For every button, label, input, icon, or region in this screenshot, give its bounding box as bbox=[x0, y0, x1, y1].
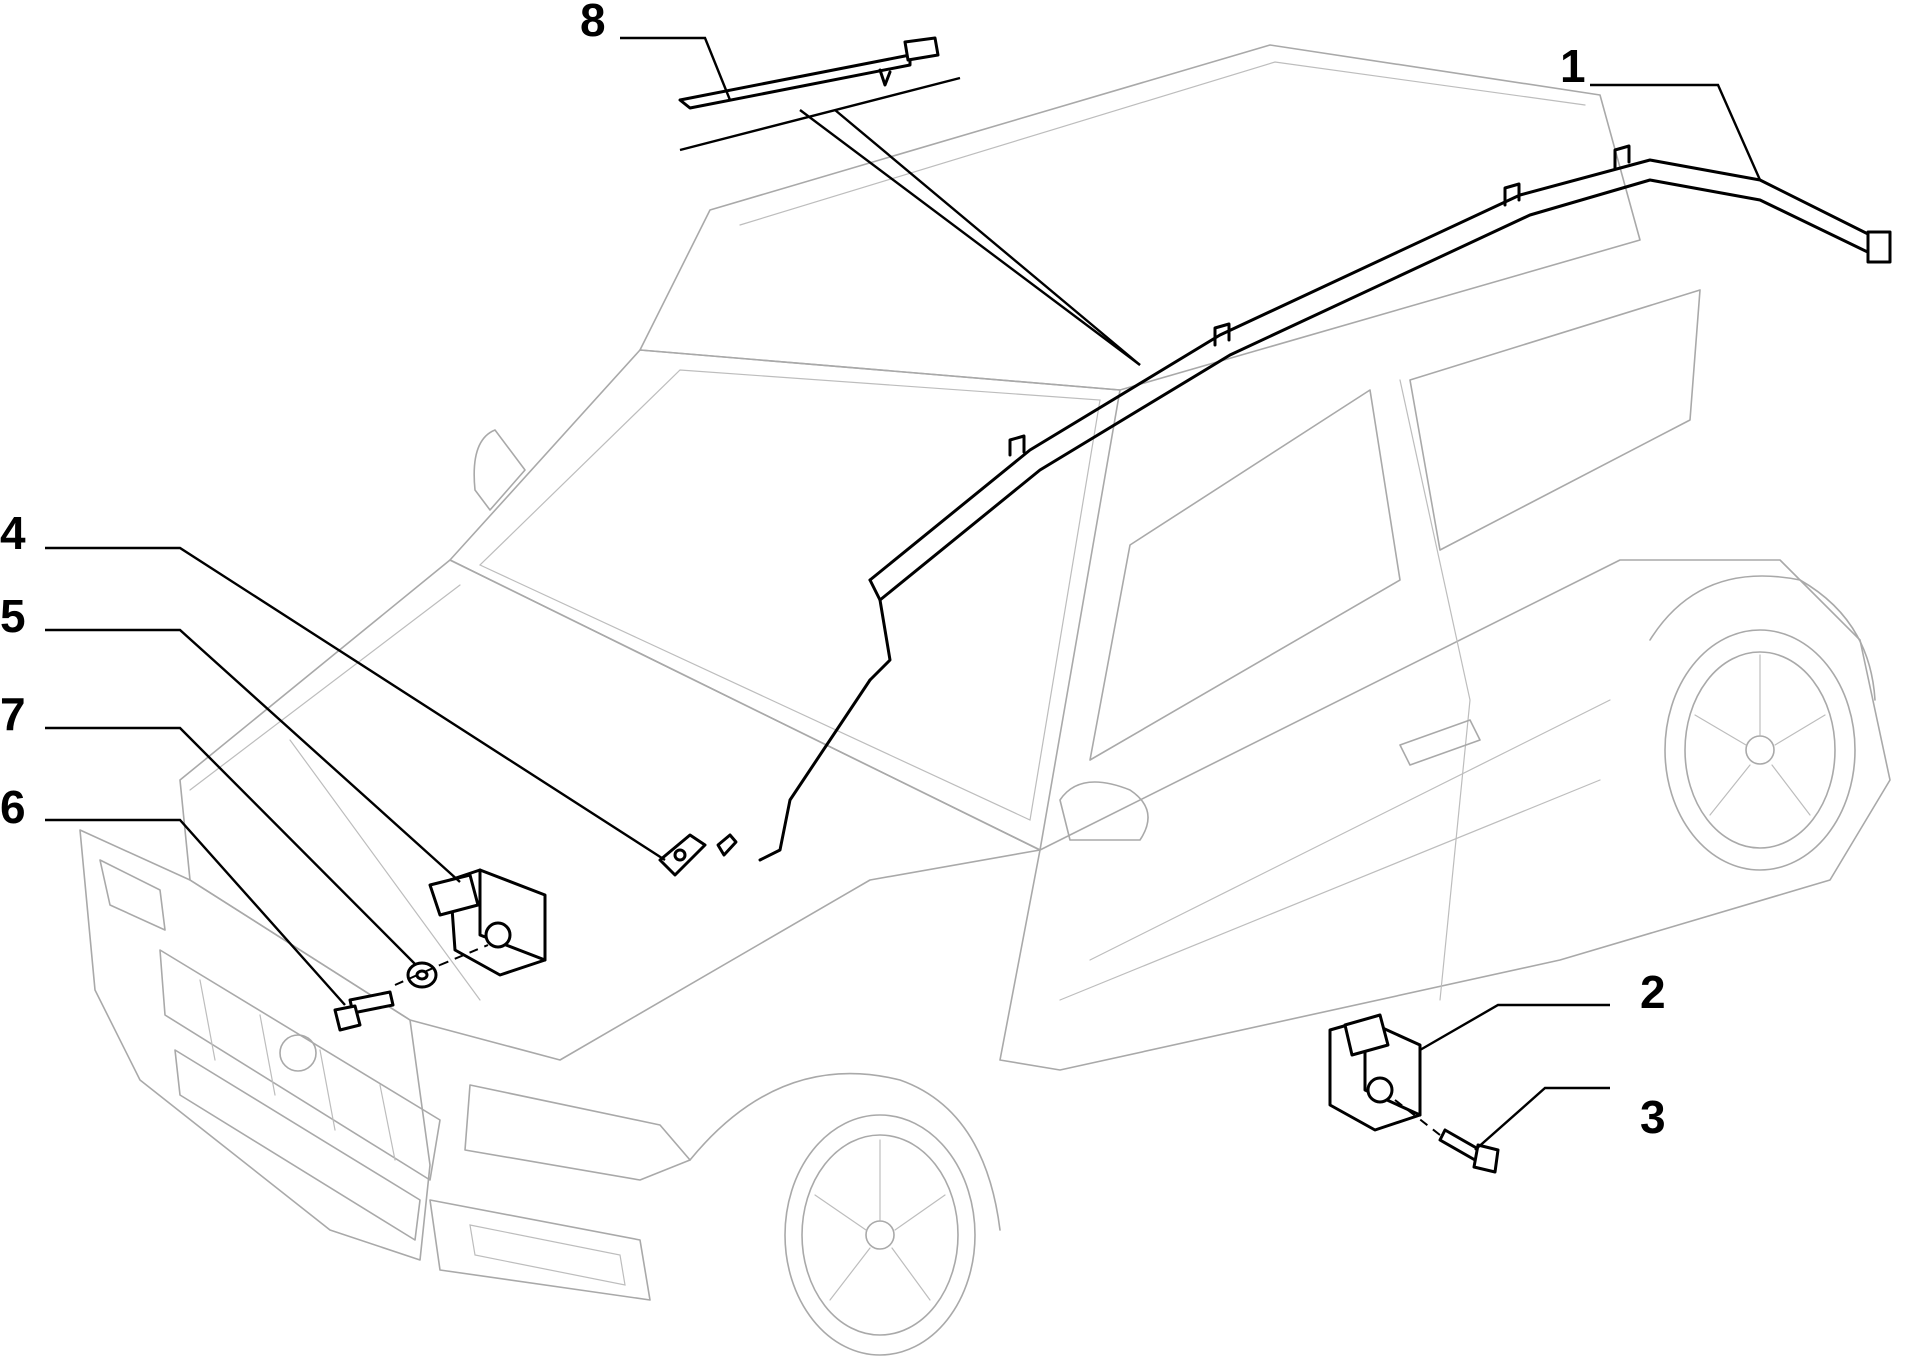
callout-7: 7 bbox=[0, 688, 26, 740]
leader-lines bbox=[45, 36, 1762, 1151]
callout-5: 5 bbox=[0, 590, 26, 642]
curtain-airbag bbox=[758, 144, 1892, 862]
callout-6: 6 bbox=[0, 781, 26, 833]
airbag-clip-bracket bbox=[658, 833, 738, 877]
washer bbox=[406, 961, 438, 989]
callout-2: 2 bbox=[1640, 966, 1666, 1018]
callout-3: 3 bbox=[1640, 1091, 1666, 1143]
callout-8: 8 bbox=[580, 0, 606, 46]
callout-1: 1 bbox=[1560, 40, 1586, 92]
callout-labels: 1 2 3 4 5 6 7 8 bbox=[0, 0, 1666, 1143]
callout-4: 4 bbox=[0, 507, 26, 559]
roof-trim-rail bbox=[678, 36, 1141, 366]
front-impact-sensor bbox=[428, 868, 547, 977]
vehicle-outline bbox=[79, 44, 1891, 1356]
side-impact-sensor bbox=[1328, 1013, 1422, 1132]
bolt-front bbox=[333, 990, 395, 1032]
bolt-side bbox=[1438, 1128, 1500, 1174]
